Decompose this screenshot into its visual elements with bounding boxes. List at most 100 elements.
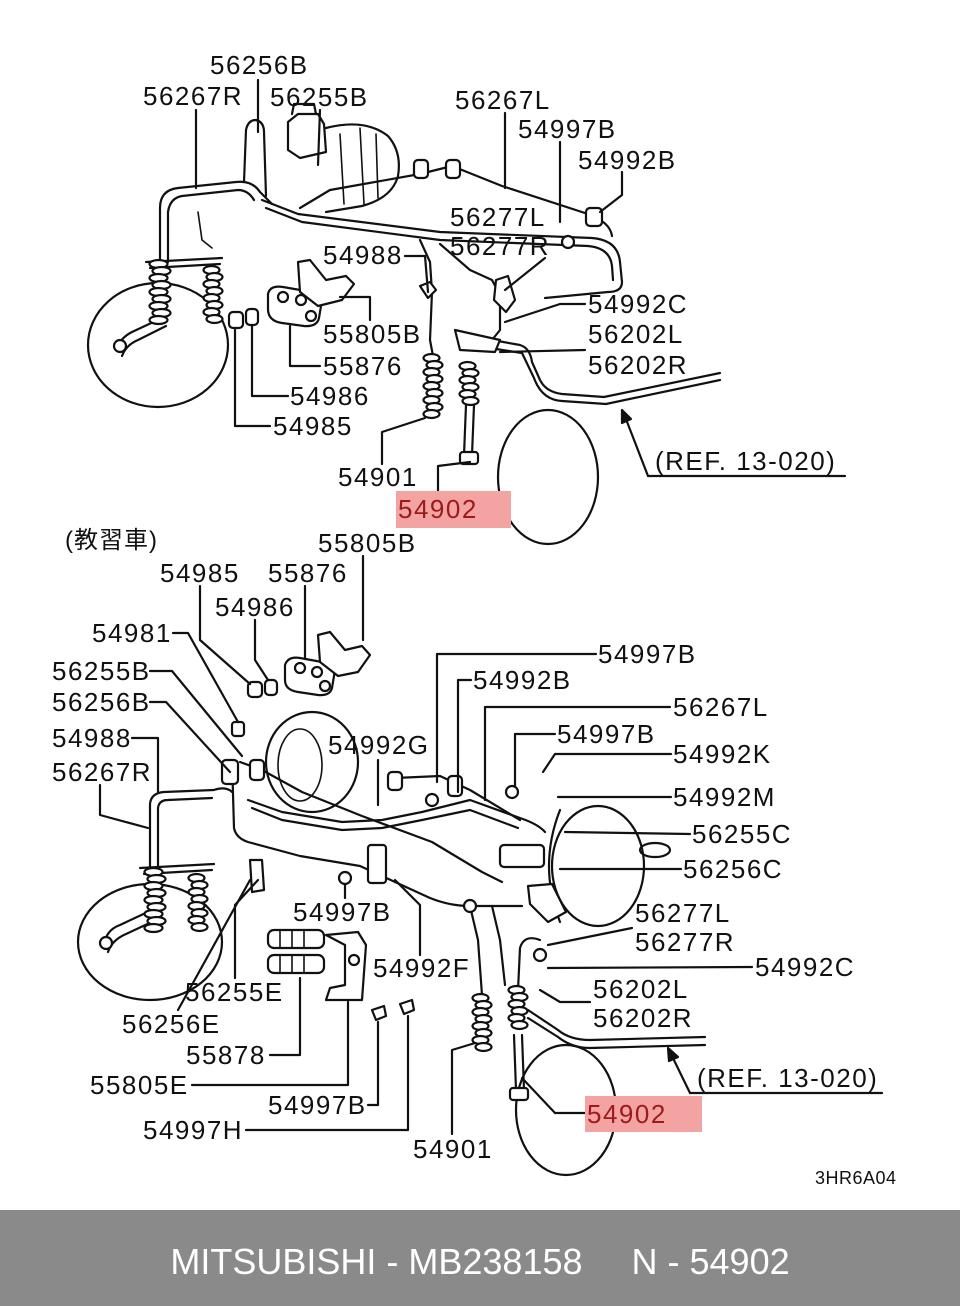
brake-line: [260, 198, 624, 300]
leader-line: [503, 256, 547, 292]
part-label-54901: 54901: [338, 462, 418, 492]
line-fitting: [532, 947, 548, 963]
part-label-56255B: 56255B: [52, 656, 151, 686]
leader-line: [148, 700, 232, 774]
part-label-54997H: 54997H: [143, 1115, 244, 1145]
leader-line: [403, 254, 430, 294]
line-fitting: [462, 898, 478, 914]
part-label-54985: 54985: [160, 558, 240, 588]
brake-hose-coil: [471, 992, 493, 1053]
leader-line: [436, 460, 472, 496]
part-label-56255C: 56255C: [692, 819, 793, 849]
highlighted-part-label[interactable]: 54902: [398, 494, 478, 524]
brake-line-to-rear: [494, 347, 722, 406]
brake-hose-coil: [458, 360, 480, 407]
line-clip: [412, 158, 430, 180]
brake-line: [148, 787, 234, 872]
part-label-56277L: 56277L: [635, 898, 731, 928]
part-label-54992B: 54992B: [473, 665, 572, 695]
brake-line-to-rear: [490, 338, 722, 399]
brake-hose-coil: [143, 866, 167, 934]
part-label-56256B: 56256B: [210, 50, 309, 80]
leader-line: [98, 783, 150, 830]
bolt-head: [504, 784, 520, 800]
highlighted-part-label[interactable]: 54902: [587, 1099, 667, 1129]
part-label-55878: 55878: [186, 1040, 266, 1070]
part-label-56255B: 56255B: [270, 82, 369, 112]
valve-bracket: [296, 258, 356, 308]
leader-line: [253, 618, 270, 682]
footer-bar: MITSUBISHI - MB238158 N - 54902: [0, 1210, 960, 1306]
part-label-54997B: 54997B: [518, 114, 617, 144]
unit-bracket: [324, 930, 368, 1002]
caliper-fitting: [98, 935, 114, 951]
line-clip: [386, 770, 404, 792]
part-label-56255E: 56255E: [185, 977, 284, 1007]
hose-coil-loop: [461, 395, 480, 407]
part-label-54992C: 54992C: [588, 289, 689, 319]
highlight-box: 54902: [396, 491, 511, 528]
bolt-head: [560, 234, 576, 250]
top-diagram-drawing: [86, 78, 847, 546]
leader-line: [498, 348, 587, 354]
highlight-box: 54902: [585, 1096, 702, 1132]
booster-mount: [638, 841, 672, 859]
washer: [244, 307, 260, 327]
hose-coil-loop: [190, 921, 209, 933]
part-label-56267L: 56267L: [673, 692, 769, 722]
hose-coil-loop: [422, 408, 441, 420]
hose-joint: [453, 328, 502, 354]
brake-line: [468, 904, 484, 997]
reference-label: (REF. 13-020): [697, 1063, 879, 1093]
footer-reference-number: N - 54902: [631, 1241, 790, 1282]
brake-line: [158, 180, 274, 264]
proportioning-valve: [283, 656, 336, 697]
brake-line: [264, 206, 615, 282]
brake-line: [418, 238, 435, 358]
part-label-54992B: 54992B: [578, 145, 677, 175]
part-label-56277L: 56277L: [450, 202, 546, 232]
line-clip: [584, 206, 604, 228]
hydraulic-unit-ribs: [279, 929, 305, 974]
part-label-56202L: 56202L: [588, 319, 684, 349]
bolt: [370, 1004, 388, 1022]
leader-line: [456, 678, 473, 794]
part-label-56277R: 56277R: [450, 231, 551, 261]
caliper-fitting: [112, 338, 128, 354]
part-label-56267L: 56267L: [455, 85, 551, 115]
part-label-55876: 55876: [323, 351, 403, 381]
leader-line: [171, 631, 240, 724]
leader-line: [393, 878, 422, 957]
valve-port: [318, 679, 332, 693]
drawing-code: 3HR6A04: [815, 1168, 897, 1188]
hose-coil-loop: [148, 314, 169, 326]
part-label-56256E: 56256E: [122, 1009, 221, 1039]
brake-line: [516, 937, 542, 992]
part-label-56202R: 56202R: [588, 350, 689, 380]
bolt-head: [337, 870, 353, 886]
brake-line: [490, 904, 507, 987]
hydraulic-unit: [266, 928, 326, 950]
reference-arrow-line: [622, 412, 650, 478]
leader-line: [546, 926, 634, 947]
hose-coil-loop: [143, 922, 164, 934]
front-hose-right: [512, 1033, 526, 1092]
brake-hose-coil: [507, 984, 529, 1031]
leader-line: [366, 1020, 380, 1107]
line-bracket: [366, 843, 388, 885]
part-label-56256C: 56256C: [683, 854, 784, 884]
hose-coil-loop: [474, 1041, 493, 1053]
line-clip: [446, 774, 464, 798]
reference-arrowhead: [666, 1046, 680, 1063]
leader-line: [176, 878, 252, 1012]
hose-fitting: [458, 450, 480, 466]
bolt-head: [424, 792, 440, 808]
valve-port: [310, 665, 324, 679]
leader-line: [268, 976, 302, 1057]
leader-line: [380, 416, 427, 466]
brake-line: [242, 118, 268, 198]
part-label-56267R: 56267R: [143, 81, 244, 111]
part-label-54986: 54986: [215, 592, 295, 622]
brake-hose-coil: [187, 872, 209, 933]
part-label-54901: 54901: [413, 1134, 493, 1164]
